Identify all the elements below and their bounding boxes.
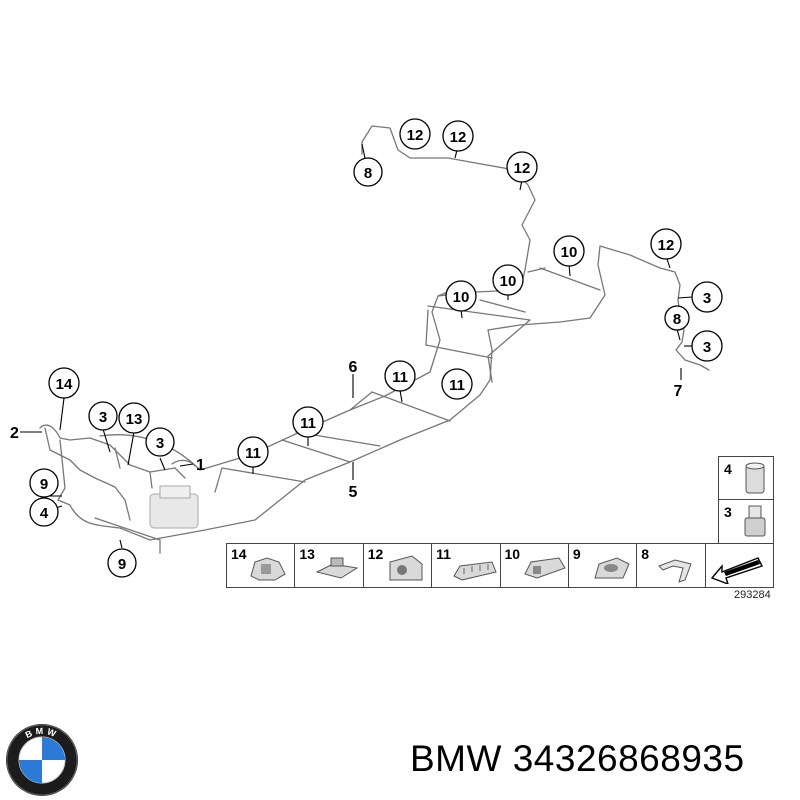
clip-12-icon [389,555,423,581]
reference-code: 293284 [734,589,771,601]
plain-labels: 2 1 6 5 7 [10,359,683,501]
nut-parts-box: 4 3 [718,456,774,544]
label-2: 2 [10,425,19,442]
callout-3-left-b: 3 [145,427,175,457]
callout-text: 8 [364,165,372,182]
callout-text: 11 [300,415,316,432]
side-cell-4: 4 [719,457,773,500]
legend-cell-14: 14 [227,544,296,587]
callout-3-left-a: 3 [88,401,118,431]
callout-11-b: 11 [441,368,473,400]
side-cell-3: 3 [719,500,773,543]
callout-text: 9 [40,476,48,493]
callout-3-right-b: 3 [691,330,723,362]
clip-11-icon [453,561,497,581]
legend-number: 11 [436,546,451,562]
callout-text: 10 [500,273,517,290]
legend-cell-9: 9 [569,544,638,587]
callout-text: 11 [245,445,261,462]
callout-12-a: 12 [399,118,431,150]
legend-cell-11: 11 [432,544,501,587]
callout-12-c: 12 [506,151,538,183]
logo-letters: BMW [24,726,57,740]
bmw-logo-icon: BMW [6,724,78,796]
side-number: 4 [724,461,732,477]
callout-text: 11 [449,377,465,394]
callout-8-top: 8 [353,157,383,187]
brake-pipe-lower [69,245,710,541]
callout-text: 3 [156,435,164,452]
legend-cell-12: 12 [364,544,433,587]
abs-unit-area [39,424,199,554]
callout-11-c: 11 [292,406,324,438]
callout-text: 9 [118,556,126,573]
direction-arrow-icon [710,557,763,584]
callout-text: 12 [407,127,424,144]
label-7: 7 [674,383,683,400]
callout-10-a: 10 [553,235,585,267]
callout-12-b: 12 [442,120,474,152]
callout-13: 13 [118,402,150,434]
brand-name: BMW [410,738,502,779]
callout-text: 13 [126,411,143,428]
callout-text: 12 [514,160,531,177]
callout-14: 14 [48,367,80,399]
legend-number: 12 [367,546,384,562]
callout-11-a: 11 [384,360,416,392]
callout-10-c: 10 [445,280,477,312]
callout-text: 10 [453,289,470,306]
part-number: 34326868935 [512,738,745,779]
legend-number: 13 [299,546,315,562]
callout-9-left: 9 [29,468,59,498]
legend-cell-arrow [706,544,773,587]
callout-text: 3 [703,290,711,307]
callout-text: 3 [99,409,107,426]
legend-number: 9 [572,546,581,562]
clip-10-icon [523,557,566,579]
callout-3-right-a: 3 [691,281,723,313]
bracket-8-icon [658,559,692,583]
clip-13-icon [315,557,359,579]
legend-number: 14 [231,546,247,562]
callout-text: 12 [658,237,675,254]
leader-lines [20,143,693,549]
flare-nut-icon [744,505,766,537]
callout-text: 14 [56,376,73,393]
label-1: 1 [196,457,205,474]
callout-text: 8 [673,311,681,328]
callout-text: 4 [40,505,49,522]
pipe-brackets [214,267,601,493]
legend-number: 8 [641,546,650,562]
legend-cell-13: 13 [295,544,364,587]
label-6: 6 [349,359,358,376]
callout-text: 3 [703,339,711,356]
clip-14-icon [250,557,286,581]
clip-9-icon [594,557,630,579]
callout-11-d: 11 [237,436,269,468]
label-5: 5 [349,484,358,501]
callout-4-left: 4 [29,497,59,527]
svg-text:BMW: BMW [24,726,60,740]
legend-number: 10 [504,546,521,562]
callout-text: 12 [450,129,467,146]
callout-12-d: 12 [650,228,682,260]
parts-legend-strip: 14 13 12 11 10 9 8 [226,543,774,588]
legend-cell-10: 10 [501,544,569,587]
callout-circles: 12 12 12 8 10 10 10 12 3 8 3 11 11 11 11… [29,118,723,578]
callout-text: 11 [392,369,408,386]
callout-10-b: 10 [492,264,524,296]
callout-8-right: 8 [664,305,690,331]
brand-part-number: BMW 34326868935 [410,738,745,780]
union-nut-icon [745,462,765,494]
legend-cell-8: 8 [637,544,706,587]
callout-text: 10 [561,244,578,261]
callout-9-bottom: 9 [107,548,137,578]
side-number: 3 [724,504,732,520]
